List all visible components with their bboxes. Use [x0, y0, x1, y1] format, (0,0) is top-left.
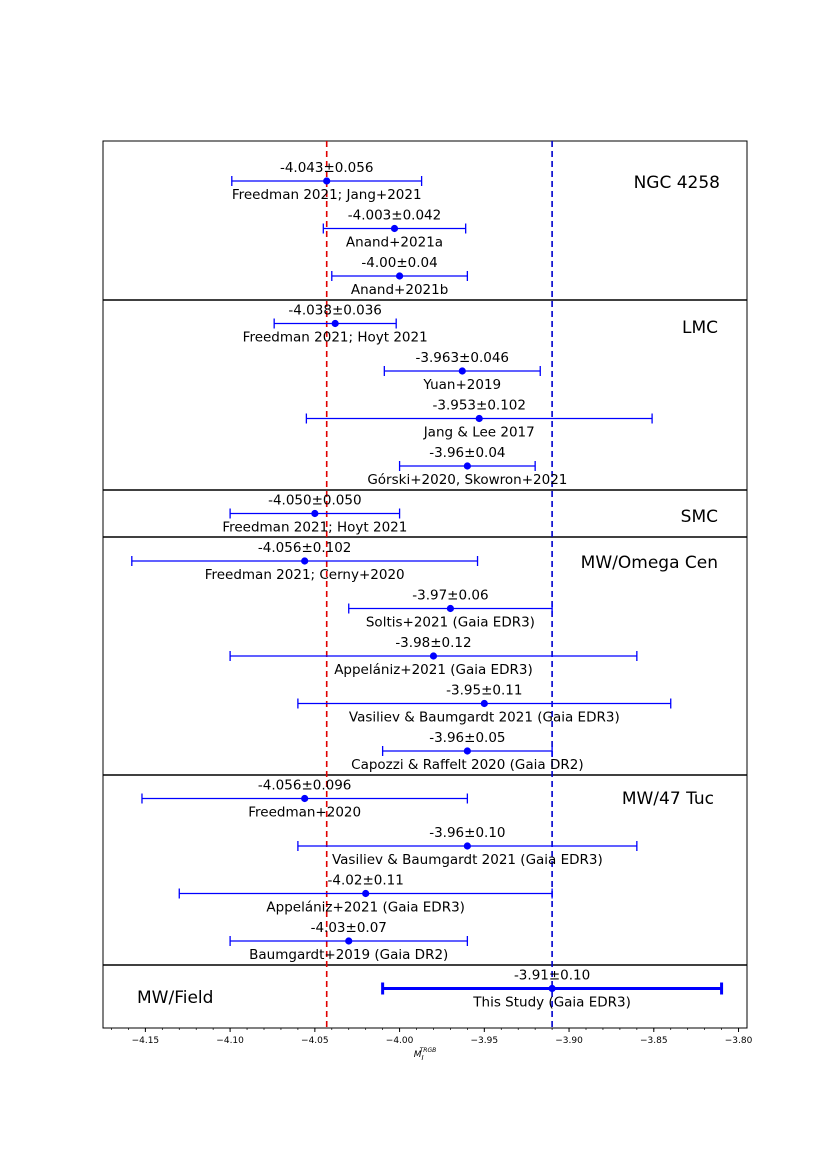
x-tick-label: −3.80	[725, 1036, 753, 1046]
group-label: MW/47 Tuc	[622, 789, 714, 809]
source-label: Freedman 2021; Hoyt 2021	[222, 520, 407, 536]
source-label: Soltis+2021 (Gaia EDR3)	[366, 615, 535, 631]
x-tick-label: −3.95	[471, 1036, 499, 1046]
value-label: -4.056±0.102	[258, 540, 351, 556]
source-label: Anand+2021a	[346, 235, 443, 251]
value-label: -4.050±0.050	[268, 493, 361, 509]
data-point	[311, 509, 319, 518]
data-point	[480, 699, 488, 708]
source-label: Freedman 2021; Jang+2021	[232, 187, 422, 203]
source-label: Freedman 2021; Cerny+2020	[205, 567, 405, 583]
source-label: Jang & Lee 2017	[423, 425, 535, 441]
x-tick-label: −4.05	[301, 1036, 329, 1046]
x-axis-label: MITRGB	[414, 1047, 436, 1062]
source-label: This Study (Gaia EDR3)	[472, 995, 631, 1011]
data-point	[463, 842, 471, 850]
data-point	[331, 319, 339, 328]
group-label: MW/Field	[137, 988, 213, 1008]
x-tick-label: −4.00	[386, 1036, 414, 1046]
data-point	[395, 272, 404, 280]
data-point	[548, 984, 556, 993]
group-label: LMC	[682, 318, 718, 338]
data-point	[475, 414, 483, 423]
source-label: Vasiliev & Baumgardt 2021 (Gaia EDR3)	[332, 852, 603, 868]
data-point	[301, 557, 309, 565]
source-label: Vasiliev & Baumgardt 2021 (Gaia EDR3)	[349, 710, 620, 726]
data-point	[345, 937, 353, 945]
data-point	[463, 747, 471, 755]
data-point	[463, 462, 471, 470]
x-tick-label: −4.10	[216, 1036, 244, 1046]
source-label: Freedman 2021; Hoyt 2021	[243, 330, 428, 346]
data-point	[390, 224, 399, 233]
value-label: -4.056±0.096	[258, 778, 351, 794]
group-label: MW/Omega Cen	[581, 553, 718, 573]
source-label: Appelániz+2021 (Gaia EDR3)	[266, 900, 465, 916]
value-label: -3.953±0.102	[432, 398, 525, 414]
source-label: Baumgardt+2019 (Gaia DR2)	[249, 947, 448, 963]
group-label: NGC 4258	[634, 173, 720, 193]
source-label: Capozzi & Raffelt 2020 (Gaia DR2)	[351, 757, 583, 773]
value-label: -4.00±0.04	[361, 255, 437, 271]
source-label: Anand+2021b	[351, 282, 448, 298]
data-point	[362, 889, 370, 898]
data-point	[323, 177, 331, 185]
value-label: -4.043±0.056	[280, 160, 373, 176]
source-label: Freedman+2020	[248, 805, 361, 821]
value-label: -3.97±0.06	[412, 588, 488, 604]
value-label: -4.003±0.042	[348, 208, 441, 224]
value-label: -3.91±0.10	[514, 968, 590, 984]
value-label: -4.038±0.036	[288, 303, 381, 319]
source-label: Yuan+2019	[422, 377, 501, 393]
value-label: -3.95±0.11	[446, 683, 522, 699]
value-label: -3.96±0.10	[429, 825, 505, 841]
data-point	[458, 367, 466, 375]
source-label: Appelániz+2021 (Gaia EDR3)	[334, 662, 533, 678]
x-tick-label: −4.15	[132, 1036, 160, 1046]
data-point	[301, 794, 309, 803]
value-label: -4.03±0.07	[311, 920, 387, 936]
plot-frame	[102, 140, 748, 1029]
x-tick-label: −3.90	[555, 1036, 583, 1046]
group-label: SMC	[681, 507, 718, 527]
source-label: Górski+2020, Skowron+2021	[367, 472, 567, 488]
value-label: -3.96±0.05	[429, 730, 505, 746]
value-label: -3.963±0.046	[416, 350, 509, 366]
data-point	[446, 604, 455, 613]
x-tick-label: −3.85	[640, 1036, 668, 1046]
data-point	[429, 652, 438, 660]
value-label: -3.96±0.04	[429, 445, 505, 461]
value-label: -3.98±0.12	[395, 635, 471, 651]
value-label: -4.02±0.11	[328, 873, 404, 889]
